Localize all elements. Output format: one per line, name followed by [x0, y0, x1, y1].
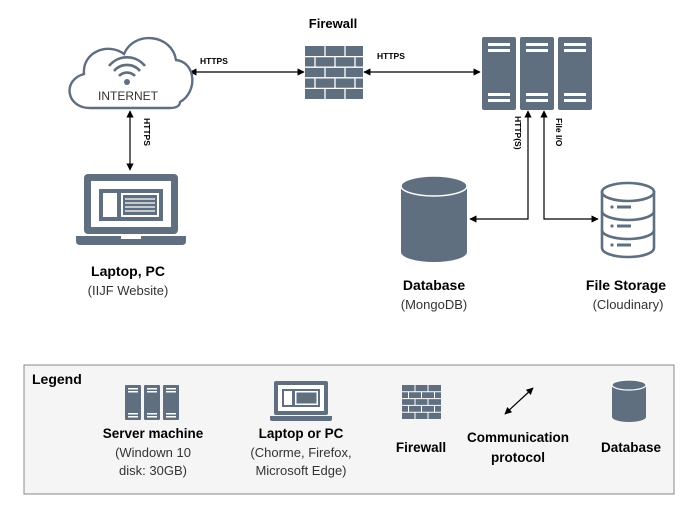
legend-firewall-label: Firewall	[396, 440, 446, 455]
file-storage-node: File Storage (Cloudinary)	[586, 181, 666, 312]
edge-label-server-database: HTTP(S)	[513, 116, 523, 150]
database-label: Database	[403, 277, 465, 293]
internet-node: INTERNET	[68, 37, 194, 110]
server-rack-icon	[482, 37, 592, 110]
edge-server-database: HTTP(S)	[469, 110, 532, 223]
laptop-label: Laptop, PC	[91, 263, 165, 279]
edge-firewall-server: HTTPS	[363, 51, 481, 76]
laptop-node: Laptop, PC (IIJF Website)	[76, 174, 186, 298]
legend-server-desc-1: (Windown 10	[115, 445, 191, 460]
database-cylinder-icon	[400, 175, 468, 262]
database-sublabel: (MongoDB)	[401, 297, 467, 312]
legend-laptop-label: Laptop or PC	[259, 426, 344, 441]
firewall-label: Firewall	[309, 16, 357, 31]
legend-title: Legend	[32, 371, 82, 387]
edge-internet-firewall: HTTPS	[189, 56, 305, 76]
legend-item-protocol: Communication protocol	[467, 387, 569, 465]
laptop-icon	[76, 174, 186, 245]
legend-item-laptop: Laptop or PC (Chorme, Firefox, Microsoft…	[250, 381, 352, 478]
legend-item-firewall: Firewall	[396, 385, 446, 455]
legend-item-database: Database	[601, 379, 662, 455]
legend: Legend Server machine (Windown 10 disk: …	[23, 364, 675, 495]
legend-laptop-desc-2: Microsoft Edge)	[255, 463, 346, 478]
database-node: Database (MongoDB)	[400, 175, 468, 312]
edge-internet-laptop: HTTPS	[126, 110, 152, 171]
file-storage-sublabel: (Cloudinary)	[593, 297, 664, 312]
legend-laptop-desc-1: (Chorme, Firefox,	[250, 445, 351, 460]
laptop-sublabel: (IIJF Website)	[88, 283, 169, 298]
legend-protocol-label-2: protocol	[491, 450, 545, 465]
legend-server-desc-2: disk: 30GB)	[119, 463, 187, 478]
brick-wall-icon	[402, 385, 441, 419]
legend-server-label: Server machine	[103, 426, 204, 441]
legend-item-server: Server machine (Windown 10 disk: 30GB)	[103, 385, 204, 478]
cloud-wifi-icon	[68, 37, 194, 110]
server-rack-icon	[125, 385, 179, 420]
legend-database-label: Database	[601, 440, 662, 455]
server-node	[482, 37, 592, 110]
brick-wall-icon	[305, 46, 363, 99]
edge-label-internet-laptop: HTTPS	[142, 118, 152, 146]
edge-label-server-storage: File I/O	[554, 118, 564, 147]
edge-label-internet-firewall: HTTPS	[200, 56, 228, 66]
edge-label-firewall-server: HTTPS	[377, 51, 405, 61]
database-cylinder-icon	[611, 379, 647, 422]
file-storage-icon	[600, 181, 656, 259]
laptop-icon	[270, 381, 332, 421]
firewall-node: Firewall	[305, 16, 363, 99]
double-arrow-icon	[504, 387, 534, 415]
internet-label: INTERNET	[98, 89, 159, 103]
edge-server-storage: File I/O	[540, 110, 599, 223]
file-storage-label: File Storage	[586, 277, 666, 293]
legend-protocol-label-1: Communication	[467, 430, 569, 445]
